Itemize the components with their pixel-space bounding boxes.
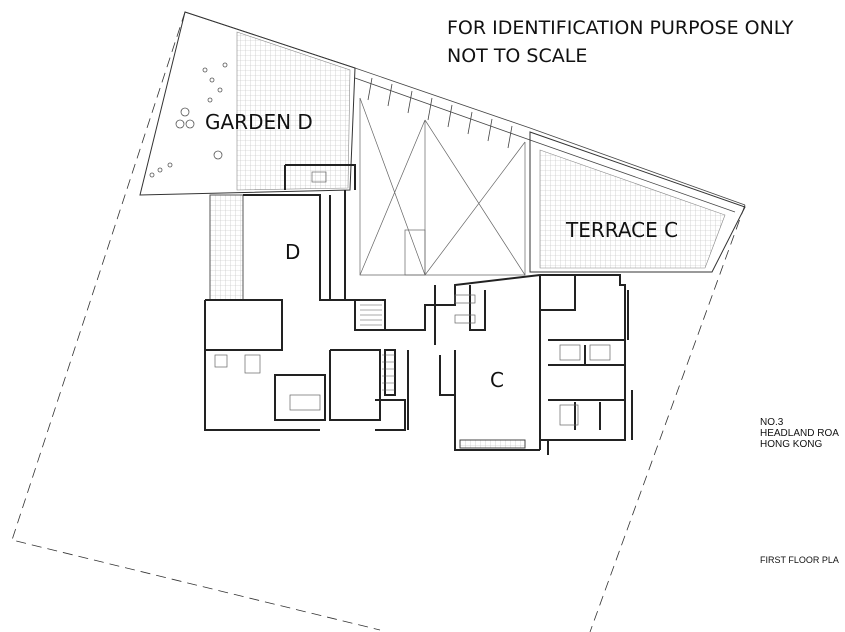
garden-d-area (139, 11, 356, 196)
terrace-c-balcony (459, 439, 526, 449)
site-boundary (11, 11, 746, 632)
notice-line-2: NOT TO SCALE (447, 45, 588, 67)
identification-notice: FOR IDENTIFICATION PURPOSE ONLY NOT TO S… (447, 14, 794, 70)
stairs (360, 299, 395, 391)
terrace-c-area (529, 131, 746, 273)
terrace-c-label: TERRACE C (566, 218, 679, 242)
plan-title: FIRST FLOOR PLA (760, 555, 839, 565)
unit-c-label: C (490, 368, 504, 392)
tree-icons (149, 62, 228, 178)
void-area (359, 97, 526, 276)
balcony-d (209, 194, 244, 301)
address-line-3: HONG KONG (760, 439, 823, 450)
garden-d-label: GARDEN D (205, 110, 313, 134)
address-block: NO.3 HEADLAND ROA HONG KONG (760, 417, 839, 450)
fixtures (214, 171, 611, 426)
address-line-1: NO.3 (760, 417, 784, 428)
notice-line-1: FOR IDENTIFICATION PURPOSE ONLY (447, 17, 794, 39)
east-windows (627, 290, 633, 440)
unit-d-label: D (285, 240, 301, 264)
address-line-2: HEADLAND ROA (760, 428, 839, 439)
